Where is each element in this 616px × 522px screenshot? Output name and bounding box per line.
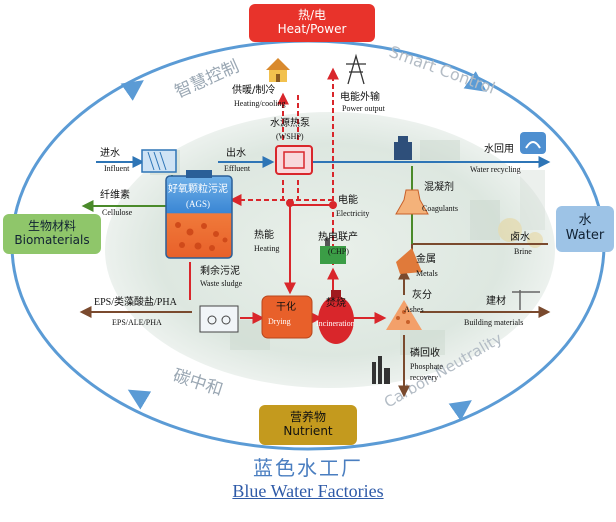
- house-icon: [266, 58, 290, 82]
- water-en: Water: [565, 228, 605, 243]
- influent-screen-icon: [141, 149, 177, 173]
- incineration-vessel-icon: [318, 290, 354, 344]
- heating-cooling-cn: 供暖/制冷: [232, 83, 275, 96]
- chp-icon: [320, 238, 346, 264]
- water-recycling-cn: 水回用: [484, 143, 514, 155]
- incineration-cn: 焚烧: [326, 296, 346, 309]
- heating-cooling-en: Heating/cooling: [234, 99, 286, 108]
- heat-power-box: 热/电 Heat/Power: [249, 4, 375, 42]
- title-cn: 蓝色水工厂: [253, 456, 363, 480]
- effluent-en: Effluent: [224, 164, 251, 173]
- chp-cn: 热电联产: [318, 230, 358, 243]
- influent-en: Influent: [104, 164, 130, 173]
- phosphate-cn: 磷回收: [410, 346, 440, 359]
- water-box: 水 Water: [556, 206, 614, 252]
- cellulose-cn: 纤维素: [100, 188, 130, 201]
- nutrient-cn: 营养物: [289, 410, 326, 425]
- cellulose-en: Cellulose: [102, 208, 133, 217]
- eps-cn: EPS/类藻酸盐/PHA: [94, 295, 178, 308]
- water-recycling-en: Water recycling: [470, 165, 521, 174]
- ashes-pile-icon: [386, 300, 422, 330]
- incineration-en: Incineration: [316, 319, 355, 328]
- influent-cn: 进水: [100, 147, 120, 159]
- smart-control-en: Smart Control: [387, 42, 498, 98]
- electricity-en: Electricity: [336, 209, 369, 218]
- electricity-cn: 电能: [338, 193, 358, 206]
- building-cn: 建材: [486, 294, 506, 307]
- ring-arrow-top-left: [120, 80, 144, 101]
- ring-arrow-top-right: [463, 71, 487, 92]
- ags-cn: 好氧颗粒污泥: [168, 182, 228, 195]
- biomaterials-en: Biomaterials: [14, 233, 90, 247]
- junction-dot-2: [329, 201, 337, 209]
- building-en: Building materials: [464, 318, 523, 327]
- waste-sludge-cn: 剩余污泥: [200, 264, 240, 277]
- phosphate-en-1: Phosphate: [410, 362, 443, 371]
- waste-sludge-en: Waste sludge: [200, 279, 243, 288]
- eps-processing-icon: [199, 305, 239, 333]
- crane-icon: [512, 290, 540, 310]
- water-pump-icon: [394, 136, 412, 160]
- title-en: Blue Water Factories: [232, 481, 384, 501]
- heating-en: Heating: [254, 244, 279, 253]
- metals-icon: [396, 248, 422, 274]
- drying-cn: 干化: [276, 300, 296, 313]
- phosphate-factory-icon: [372, 356, 390, 384]
- nutrient-en: Nutrient: [283, 424, 333, 438]
- coagulants-flask-icon: [395, 189, 429, 215]
- power-output-en: Power output: [342, 104, 386, 113]
- coagulants-en: Coagulants: [422, 204, 458, 213]
- drying-vessel-icon: [261, 295, 313, 339]
- junction-dot: [286, 199, 294, 207]
- water-cn: 水: [578, 213, 592, 229]
- heat-power-en: Heat/Power: [277, 22, 347, 36]
- ags-en: (AGS): [186, 199, 210, 209]
- brine-en: Brine: [514, 247, 532, 256]
- carbon-neutral-cn: 碳中和: [170, 366, 225, 401]
- metals-cn: 金属: [416, 252, 436, 265]
- eps-en: EPS/ALE/PHA: [112, 318, 162, 327]
- wshp-en: (WSHP): [276, 132, 304, 141]
- effluent-cn: 出水: [226, 146, 246, 159]
- wshp-cn: 水源热泵: [270, 116, 310, 129]
- biomaterials-cn: 生物材料: [27, 219, 76, 234]
- chp-en: (CHP): [328, 247, 349, 256]
- city-buildings: [150, 140, 545, 355]
- nutrient-box: 营养物 Nutrient: [259, 405, 357, 445]
- brine-cn: 卤水: [510, 230, 530, 243]
- wshp-pump-icon: [275, 145, 313, 175]
- coagulants-cn: 混凝剂: [424, 180, 454, 193]
- heat-power-cn: 热/电: [297, 8, 327, 23]
- water-splash-icon: [520, 132, 546, 154]
- drying-en: Drying: [268, 317, 291, 326]
- ring-arrow-bottom-right: [448, 400, 472, 421]
- power-output-cn: 电能外输: [340, 90, 380, 103]
- ags-tank-icon: [165, 170, 233, 259]
- phosphate-en-2: recovery: [410, 373, 438, 382]
- power-tower-icon: [346, 53, 366, 85]
- biomaterials-box: 生物材料 Biomaterials: [3, 214, 101, 254]
- ashes-en: Ashes: [404, 305, 424, 314]
- metals-en: Metals: [416, 269, 438, 278]
- ashes-cn: 灰分: [412, 288, 432, 301]
- heating-cn: 热能: [254, 228, 274, 241]
- ring-arrow-bottom-left: [127, 389, 152, 410]
